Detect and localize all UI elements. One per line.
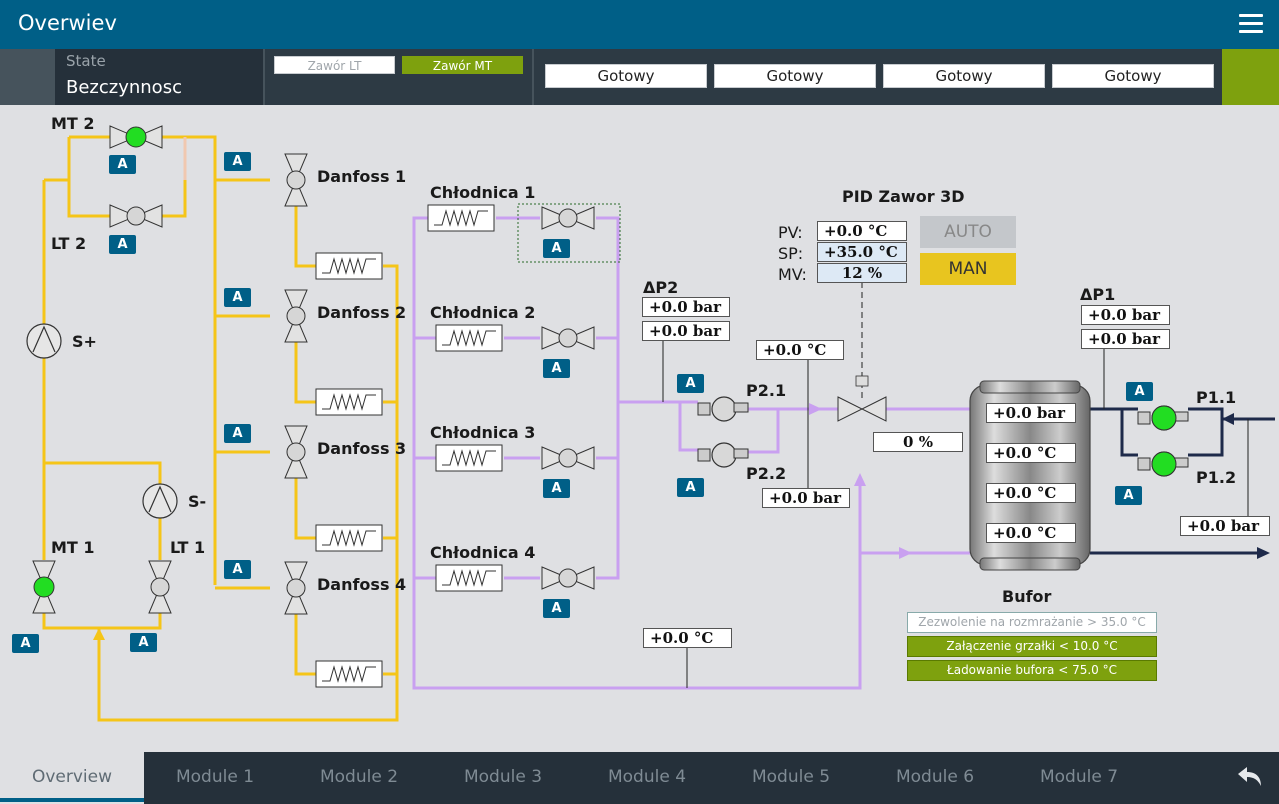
state-value: Bezczynnosc	[66, 77, 182, 98]
tag-bufor: Bufor	[1002, 587, 1052, 606]
condition-defrost-permit: Zezwolenie na rozmrażanie > 35.0 °C	[907, 612, 1157, 633]
tag-p22: P2.2	[746, 464, 787, 483]
tab-module-5[interactable]: Module 5	[751, 767, 831, 787]
tag-chlodnica2: Chłodnica 2	[430, 303, 536, 322]
state-indicator	[0, 49, 55, 105]
return-pressure: +0.0 bar	[1180, 516, 1270, 536]
mode-a-button-lt2[interactable]: A	[109, 235, 136, 254]
pid-sp-input[interactable]: +35.0 °C	[817, 242, 907, 262]
mode-a-button-mt1[interactable]: A	[12, 634, 39, 653]
manual-mode-button[interactable]: MAN	[920, 253, 1016, 285]
tab-module-1[interactable]: Module 1	[175, 767, 255, 787]
pid-title: PID Zawor 3D	[842, 187, 965, 206]
bufor-temp-2: +0.0 °C	[986, 483, 1076, 503]
bufor-temp-1: +0.0 °C	[986, 443, 1076, 463]
tag-chlodnica4: Chłodnica 4	[430, 543, 536, 562]
status-gotowy-1: Gotowy	[545, 64, 707, 88]
status-gotowy-4: Gotowy	[1052, 64, 1214, 88]
mode-a-button-danfoss3[interactable]: A	[224, 424, 251, 443]
valve-mt-button[interactable]: Zawór MT	[402, 56, 523, 74]
condition-heater-on: Załączenie grzałki < 10.0 °C	[907, 636, 1157, 657]
divider	[532, 49, 534, 105]
tab-module-3[interactable]: Module 3	[463, 767, 543, 787]
pid-pv-value: +0.0 °C	[817, 221, 907, 241]
tag-compressor-s-minus: S-	[188, 492, 207, 511]
bufor-pressure: +0.0 bar	[986, 403, 1076, 423]
valve3d-position: 0 %	[873, 432, 963, 452]
state-panel: State Bezczynnosc	[55, 49, 263, 105]
condition-buffer-charging: Ładowanie bufora < 75.0 °C	[907, 660, 1157, 681]
temperature-mid: +0.0 °C	[756, 340, 844, 360]
tag-danfoss4: Danfoss 4	[317, 575, 407, 594]
page-title: Overwiev	[18, 11, 117, 35]
process-diagram	[26, 125, 1275, 722]
tab-overview[interactable]: Overview	[0, 752, 144, 804]
mode-a-button-lt1[interactable]: A	[130, 633, 157, 652]
title-bar	[0, 0, 1279, 49]
divider	[263, 49, 265, 105]
tab-module-7[interactable]: Module 7	[1039, 767, 1119, 787]
tag-dp2: ΔP2	[643, 278, 679, 297]
dp2-pressure-2: +0.0 bar	[642, 321, 730, 341]
bufor-temp-3: +0.0 °C	[986, 523, 1076, 543]
active-tab-indicator	[0, 798, 144, 802]
tag-chlodnica3: Chłodnica 3	[430, 423, 536, 442]
tag-mt2: MT 2	[51, 114, 95, 133]
tag-mt1: MT 1	[51, 538, 95, 557]
hamburger-menu-icon[interactable]	[1239, 14, 1263, 34]
tag-danfoss3: Danfoss 3	[317, 439, 407, 458]
tab-module-6[interactable]: Module 6	[895, 767, 975, 787]
tag-lt2: LT 2	[51, 234, 87, 253]
mode-a-button-p11[interactable]: A	[1126, 382, 1153, 401]
dp1-pressure-2: +0.0 bar	[1081, 329, 1170, 349]
status-gotowy-2: Gotowy	[714, 64, 876, 88]
status-gotowy-3: Gotowy	[883, 64, 1045, 88]
dp1-pressure-1: +0.0 bar	[1081, 305, 1170, 325]
bottom-nav	[0, 752, 1279, 804]
status-green-block	[1222, 49, 1279, 105]
tab-module-2[interactable]: Module 2	[319, 767, 399, 787]
pid-pv-label: PV:	[778, 223, 803, 242]
bottom-temperature: +0.0 °C	[643, 628, 732, 648]
tag-compressor-s-plus: S+	[72, 332, 97, 351]
tag-danfoss2: Danfoss 2	[317, 303, 407, 322]
mode-a-button-chlodnica3[interactable]: A	[543, 479, 570, 498]
mode-a-button-mt2[interactable]: A	[109, 155, 136, 174]
pressure-after-pumps: +0.0 bar	[762, 488, 850, 508]
tab-module-4[interactable]: Module 4	[607, 767, 687, 787]
tag-p21: P2.1	[746, 381, 787, 400]
mode-a-button-danfoss2[interactable]: A	[224, 288, 251, 307]
mode-a-button-p12[interactable]: A	[1115, 486, 1142, 505]
mode-a-button-chlodnica2[interactable]: A	[543, 359, 570, 378]
tag-p11: P1.1	[1196, 388, 1237, 407]
mode-a-button-p22[interactable]: A	[677, 478, 704, 497]
tag-lt1: LT 1	[170, 538, 206, 557]
tag-p12: P1.2	[1196, 468, 1237, 487]
pid-mv-input[interactable]: 12 %	[817, 263, 907, 283]
tag-dp1: ΔP1	[1080, 285, 1116, 304]
tag-chlodnica1: Chłodnica 1	[430, 183, 536, 202]
valve-lt-button[interactable]: Zawór LT	[274, 56, 395, 74]
dp2-pressure-1: +0.0 bar	[642, 297, 730, 317]
mode-a-button-chlodnica1[interactable]: A	[543, 239, 570, 258]
mode-a-button-chlodnica4[interactable]: A	[543, 599, 570, 618]
back-arrow-icon[interactable]	[1234, 764, 1266, 790]
tag-danfoss1: Danfoss 1	[317, 167, 407, 186]
pid-mv-label: MV:	[778, 265, 807, 284]
state-label: State	[66, 52, 106, 70]
pid-sp-label: SP:	[778, 244, 804, 263]
mode-a-button-danfoss1[interactable]: A	[224, 152, 251, 171]
mode-a-button-danfoss4[interactable]: A	[224, 560, 251, 579]
auto-mode-button[interactable]: AUTO	[920, 216, 1016, 248]
mode-a-button-p21[interactable]: A	[677, 374, 704, 393]
